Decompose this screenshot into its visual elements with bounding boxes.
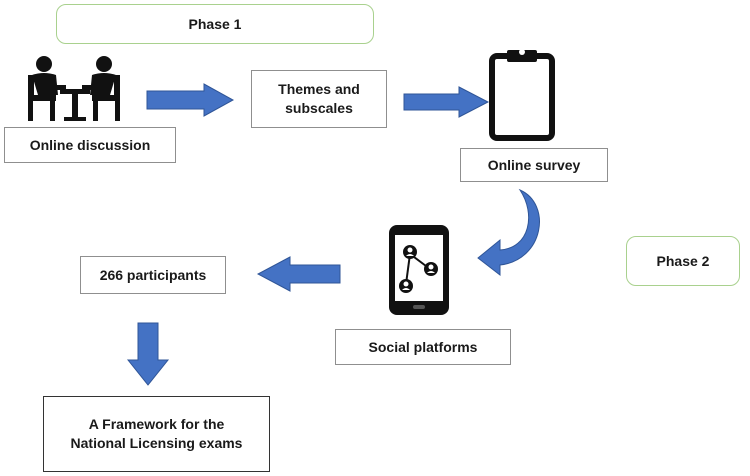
framework-line1: A Framework for the bbox=[88, 416, 225, 433]
phase-1-text: Phase 1 bbox=[188, 16, 242, 32]
arrow-participants-to-framework bbox=[126, 322, 170, 386]
participants-box: 266 participants bbox=[80, 256, 226, 294]
arrow-discussion-to-themes bbox=[146, 83, 235, 117]
arrow-social-to-participants bbox=[256, 256, 341, 292]
arrow-themes-to-survey bbox=[403, 86, 490, 118]
meeting-icon bbox=[28, 56, 120, 121]
arrow-survey-to-social bbox=[477, 188, 540, 277]
phase-1-label: Phase 1 bbox=[56, 4, 374, 44]
phase-2-label: Phase 2 bbox=[626, 236, 740, 286]
themes-subscales-line2: subscales bbox=[285, 100, 353, 116]
online-discussion-box: Online discussion bbox=[4, 127, 176, 163]
participants-label: 266 participants bbox=[99, 266, 207, 283]
phase-2-text: Phase 2 bbox=[656, 253, 710, 269]
smartphone-network-icon bbox=[389, 225, 449, 315]
online-survey-label: Online survey bbox=[487, 156, 581, 173]
social-platforms-box: Social platforms bbox=[335, 329, 511, 365]
clipboard-icon bbox=[489, 49, 555, 141]
framework-line2: National Licensing exams bbox=[70, 435, 243, 451]
online-survey-box: Online survey bbox=[460, 148, 608, 182]
social-platforms-label: Social platforms bbox=[368, 338, 478, 355]
framework-box: A Framework for the National Licensing e… bbox=[43, 396, 270, 472]
themes-subscales-box: Themes and subscales bbox=[251, 70, 387, 128]
themes-subscales-line1: Themes and bbox=[278, 81, 360, 98]
online-discussion-label: Online discussion bbox=[29, 136, 151, 153]
